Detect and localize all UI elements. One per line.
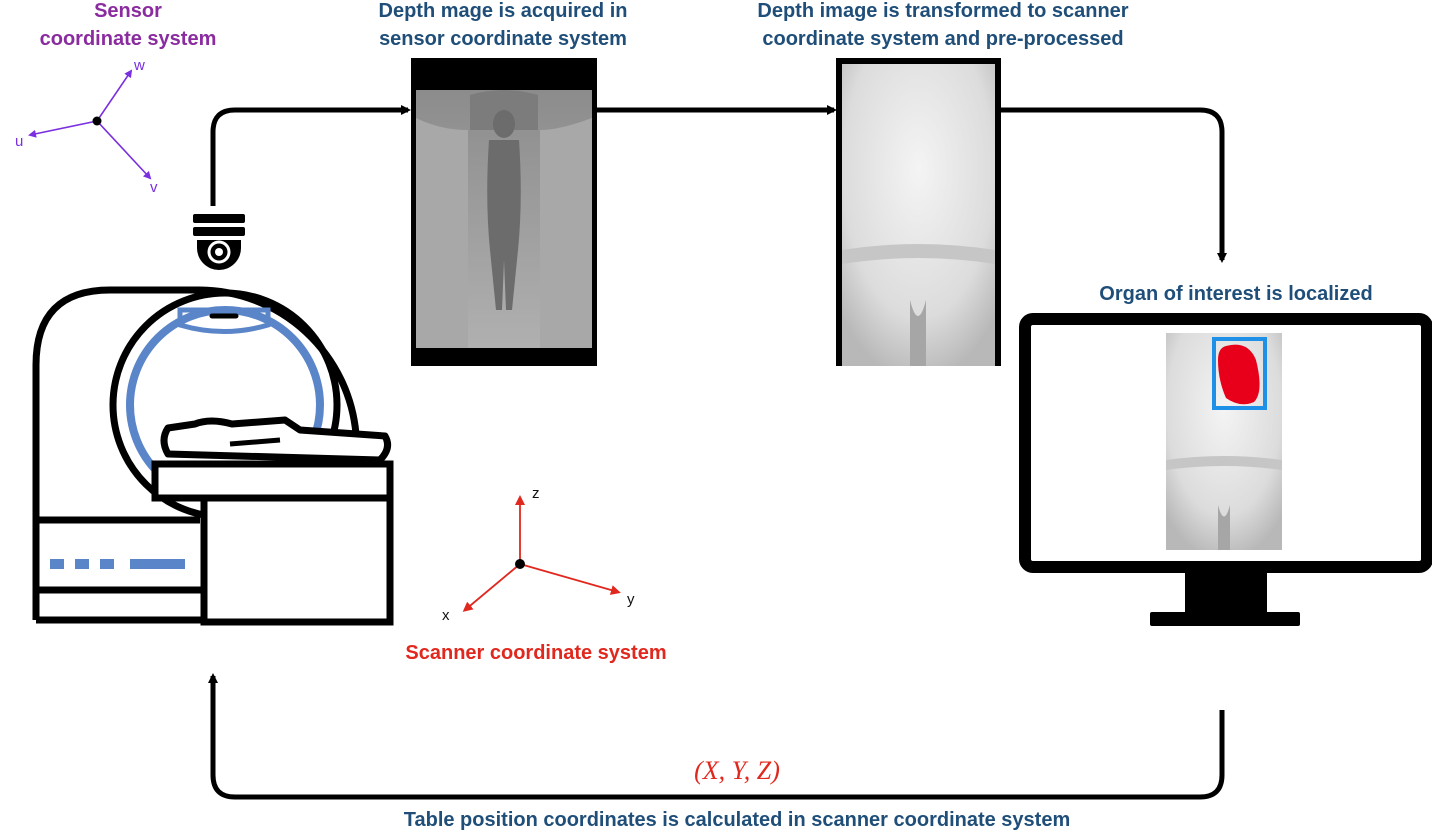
bottom-label: Table position coordinates is calculated… [404, 809, 1070, 831]
step2-label-line2: coordinate system and pre-processed [762, 28, 1123, 50]
sensor-title-line2: coordinate system [40, 28, 217, 50]
scanner-axis-x [462, 563, 521, 612]
scanner-cs-label: Scanner coordinate system [405, 642, 666, 664]
sensor-origin [92, 116, 102, 126]
localized-depth-image [1166, 333, 1282, 550]
arrow-processed-to-monitor [1001, 107, 1227, 263]
arrow-sensor-to-depth [210, 105, 411, 206]
scanner-axes: z y x [442, 485, 635, 624]
step1-label-line2: sensor coordinate system [379, 28, 627, 50]
sensor-title-line1: Sensor [94, 0, 162, 22]
sensor-axis-v-label: v [150, 179, 158, 196]
organ-bounding-box [1212, 337, 1267, 410]
step2-label-line1: Depth image is transformed to scanner [757, 0, 1128, 22]
arrow-feedback-to-scanner [208, 673, 1225, 800]
scanner-axis-z-label: z [532, 485, 540, 502]
step1-label-line1: Depth mage is acquired in [379, 0, 628, 22]
raw-depth-image [411, 58, 597, 366]
scanner-axis-y [519, 563, 621, 595]
sensor-axis-v [96, 120, 152, 180]
mri-scanner-icon [32, 286, 394, 626]
scanner-axis-x-label: x [442, 607, 450, 624]
sensor-axis-w [96, 69, 133, 122]
preprocessed-depth-image [836, 58, 1001, 366]
scanner-origin [515, 559, 525, 569]
sensor-axis-u-label: u [15, 133, 23, 150]
step3-label: Organ of interest is localized [1099, 283, 1372, 305]
sensor-axis-u [28, 120, 98, 138]
sensor-axes: w u v [15, 57, 158, 196]
table-coordinates: (X, Y, Z) [694, 756, 780, 785]
scanner-axis-y-label: y [627, 591, 635, 608]
sensor-axis-w-label: w [133, 57, 145, 74]
depth-camera-icon [193, 214, 245, 270]
organ-segmentation [1218, 344, 1260, 405]
